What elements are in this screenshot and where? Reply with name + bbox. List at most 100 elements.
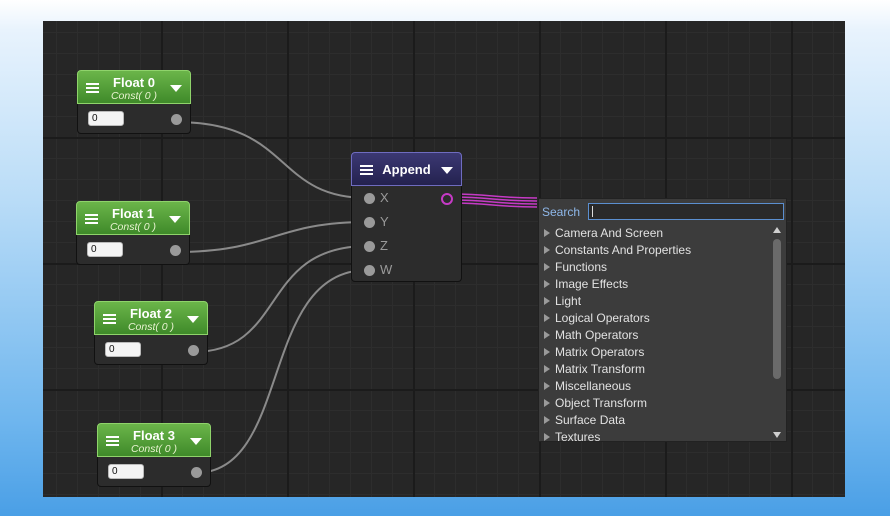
category-label: Logical Operators bbox=[555, 311, 650, 325]
node-header[interactable]: Float 2 Const( 0 ) bbox=[94, 301, 208, 335]
output-port[interactable] bbox=[170, 245, 181, 256]
output-port[interactable] bbox=[441, 193, 453, 205]
expand-arrow-icon[interactable] bbox=[544, 382, 550, 390]
menu-icon[interactable] bbox=[106, 436, 119, 446]
node-header[interactable]: Float 0 Const( 0 ) bbox=[77, 70, 191, 104]
input-label-y: Y bbox=[380, 214, 389, 229]
wire-float3-w[interactable] bbox=[194, 269, 369, 474]
category-label: Light bbox=[555, 294, 582, 308]
menu-icon[interactable] bbox=[86, 83, 99, 93]
connection-wires bbox=[174, 121, 538, 474]
node-subtitle: Const( 0 ) bbox=[109, 221, 157, 233]
node-subtitle: Const( 0 ) bbox=[110, 90, 158, 102]
node-header[interactable]: Float 3 Const( 0 ) bbox=[97, 423, 211, 457]
scrollbar-thumb[interactable] bbox=[773, 239, 781, 379]
input-port-z[interactable] bbox=[364, 241, 375, 252]
expand-arrow-icon[interactable] bbox=[544, 314, 550, 322]
node-subtitle: Const( 0 ) bbox=[130, 443, 178, 455]
dropdown-icon[interactable] bbox=[170, 85, 182, 92]
node-title: Float 1 bbox=[112, 206, 154, 221]
category-item[interactable]: Textures bbox=[543, 429, 771, 446]
value-field[interactable]: 0 bbox=[108, 464, 144, 479]
menu-icon[interactable] bbox=[103, 314, 116, 324]
node-header[interactable]: Float 1 Const( 0 ) bbox=[76, 201, 190, 235]
input-label-z: Z bbox=[380, 238, 388, 253]
category-label: Functions bbox=[555, 260, 608, 274]
node-body: 0 bbox=[77, 104, 191, 134]
append-node[interactable]: Append X Y Z W bbox=[351, 152, 462, 282]
output-port[interactable] bbox=[188, 345, 199, 356]
scroll-down-icon[interactable] bbox=[773, 432, 781, 438]
node-search-popup[interactable]: Search Camera And Screen Constants And P… bbox=[538, 198, 787, 444]
wire-float2-z[interactable] bbox=[192, 245, 369, 353]
dropdown-icon[interactable] bbox=[169, 216, 181, 223]
category-label: Miscellaneous bbox=[555, 379, 632, 393]
menu-icon[interactable] bbox=[85, 214, 98, 224]
scroll-up-icon[interactable] bbox=[773, 227, 781, 233]
wire-float0-x[interactable] bbox=[175, 121, 369, 199]
node-title: Float 0 bbox=[113, 75, 155, 90]
output-port[interactable] bbox=[171, 114, 182, 125]
node-body: 0 bbox=[94, 335, 208, 365]
expand-arrow-icon[interactable] bbox=[544, 280, 550, 288]
value-field[interactable]: 0 bbox=[87, 242, 123, 257]
wire-float1-y[interactable] bbox=[174, 221, 369, 253]
category-item[interactable]: Logical Operators bbox=[543, 310, 771, 327]
category-label: Image Effects bbox=[555, 277, 629, 291]
expand-arrow-icon[interactable] bbox=[544, 263, 550, 271]
node-subtitle: Const( 0 ) bbox=[127, 321, 175, 333]
value-field[interactable]: 0 bbox=[88, 111, 124, 126]
input-port-y[interactable] bbox=[364, 217, 375, 228]
category-label: Matrix Operators bbox=[555, 345, 645, 359]
category-item[interactable]: Miscellaneous bbox=[543, 378, 771, 395]
category-item[interactable]: Surface Data bbox=[543, 412, 771, 429]
menu-icon[interactable] bbox=[360, 165, 373, 175]
node-header[interactable]: Append bbox=[351, 152, 462, 186]
expand-arrow-icon[interactable] bbox=[544, 365, 550, 373]
expand-arrow-icon[interactable] bbox=[544, 331, 550, 339]
value-field[interactable]: 0 bbox=[105, 342, 141, 357]
search-input[interactable] bbox=[588, 203, 784, 220]
input-label-x: X bbox=[380, 190, 389, 205]
category-item[interactable]: Functions bbox=[543, 259, 771, 276]
expand-arrow-icon[interactable] bbox=[544, 433, 550, 441]
category-item[interactable]: Constants And Properties bbox=[543, 242, 771, 259]
output-port[interactable] bbox=[191, 467, 202, 478]
float-3-node[interactable]: Float 3 Const( 0 ) 0 bbox=[97, 423, 211, 487]
category-label: Matrix Transform bbox=[555, 362, 646, 376]
dropdown-icon[interactable] bbox=[190, 438, 202, 445]
category-item[interactable]: Matrix Transform bbox=[543, 361, 771, 378]
category-label: Textures bbox=[555, 430, 601, 444]
node-title: Append bbox=[382, 162, 431, 177]
float-1-node[interactable]: Float 1 Const( 0 ) 0 bbox=[76, 201, 190, 265]
expand-arrow-icon[interactable] bbox=[544, 416, 550, 424]
expand-arrow-icon[interactable] bbox=[544, 348, 550, 356]
category-label: Object Transform bbox=[555, 396, 648, 410]
dropdown-icon[interactable] bbox=[441, 167, 453, 174]
expand-arrow-icon[interactable] bbox=[544, 297, 550, 305]
expand-arrow-icon[interactable] bbox=[544, 229, 550, 237]
expand-arrow-icon[interactable] bbox=[544, 399, 550, 407]
node-title: Float 3 bbox=[133, 428, 175, 443]
search-label: Search bbox=[542, 205, 581, 219]
category-item[interactable]: Object Transform bbox=[543, 395, 771, 412]
category-item[interactable]: Light bbox=[543, 293, 771, 310]
node-body: 0 bbox=[97, 457, 211, 487]
dragging-wire bbox=[450, 193, 538, 208]
category-item[interactable]: Matrix Operators bbox=[543, 344, 771, 361]
category-label: Camera And Screen bbox=[555, 226, 664, 240]
category-label: Constants And Properties bbox=[555, 243, 692, 257]
input-label-w: W bbox=[380, 262, 393, 277]
float-2-node[interactable]: Float 2 Const( 0 ) 0 bbox=[94, 301, 208, 365]
float-0-node[interactable]: Float 0 Const( 0 ) 0 bbox=[77, 70, 191, 134]
category-item[interactable]: Math Operators bbox=[543, 327, 771, 344]
category-item[interactable]: Camera And Screen bbox=[543, 225, 771, 242]
dropdown-icon[interactable] bbox=[187, 316, 199, 323]
category-item[interactable]: Image Effects bbox=[543, 276, 771, 293]
node-body: 0 bbox=[76, 235, 190, 265]
node-title: Float 2 bbox=[130, 306, 172, 321]
input-port-w[interactable] bbox=[364, 265, 375, 276]
expand-arrow-icon[interactable] bbox=[544, 246, 550, 254]
category-label: Math Operators bbox=[555, 328, 639, 342]
input-port-x[interactable] bbox=[364, 193, 375, 204]
